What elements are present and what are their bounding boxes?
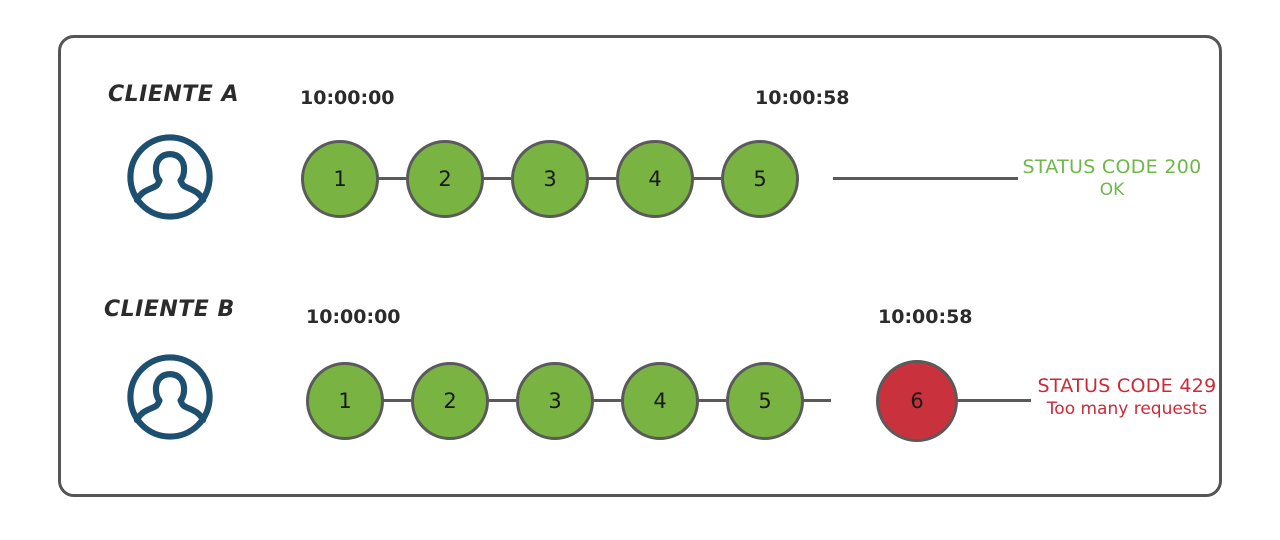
- chain-tail: [833, 177, 1018, 180]
- chain-link: [797, 399, 831, 402]
- chain-link: [377, 399, 411, 402]
- client-b-label: CLIENTE B: [104, 297, 235, 322]
- chain-link: [582, 177, 616, 180]
- client-a-end-time: 10:00:58: [755, 87, 850, 109]
- chain-link: [587, 399, 621, 402]
- request-node[interactable]: 1: [301, 140, 379, 218]
- chain-link: [372, 177, 406, 180]
- request-node[interactable]: 3: [516, 362, 594, 440]
- request-node[interactable]: 5: [726, 362, 804, 440]
- request-node-label: 6: [910, 389, 924, 413]
- request-node[interactable]: 5: [721, 140, 799, 218]
- client-b-start-time: 10:00:00: [306, 306, 401, 328]
- request-node[interactable]: 2: [411, 362, 489, 440]
- client-a-status: STATUS CODE 200 OK: [1022, 156, 1202, 200]
- request-node[interactable]: 2: [406, 140, 484, 218]
- request-node-label: 4: [648, 167, 662, 191]
- request-node-label: 3: [543, 167, 557, 191]
- request-node[interactable]: 4: [621, 362, 699, 440]
- chain-link: [477, 177, 511, 180]
- request-node-label: 2: [443, 389, 457, 413]
- status-message-text: OK: [1099, 180, 1125, 200]
- request-node-label: 5: [753, 167, 767, 191]
- request-node[interactable]: 3: [511, 140, 589, 218]
- client-a-start-time: 10:00:00: [300, 87, 395, 109]
- request-node-label: 5: [758, 389, 772, 413]
- request-node-label: 3: [548, 389, 562, 413]
- client-b-status: STATUS CODE 429 Too many requests: [1032, 375, 1222, 419]
- request-node-label: 2: [438, 167, 452, 191]
- status-message-text: Too many requests: [1046, 399, 1208, 419]
- client-a-label: CLIENTE A: [108, 82, 240, 107]
- chain-link: [687, 177, 721, 180]
- status-code-text: STATUS CODE 200: [1022, 156, 1202, 178]
- chain-tail: [953, 399, 1031, 402]
- status-code-text: STATUS CODE 429: [1037, 375, 1217, 397]
- request-node[interactable]: 4: [616, 140, 694, 218]
- request-node-rate-limited[interactable]: 6: [876, 360, 958, 442]
- chain-link: [482, 399, 516, 402]
- chain-link: [692, 399, 726, 402]
- client-b-end-time: 10:00:58: [878, 306, 973, 328]
- person-avatar-icon: [126, 133, 214, 221]
- request-node-label: 1: [333, 167, 347, 191]
- person-avatar-icon: [126, 353, 214, 441]
- request-node-label: 4: [653, 389, 667, 413]
- request-node-label: 1: [338, 389, 352, 413]
- request-node[interactable]: 1: [306, 362, 384, 440]
